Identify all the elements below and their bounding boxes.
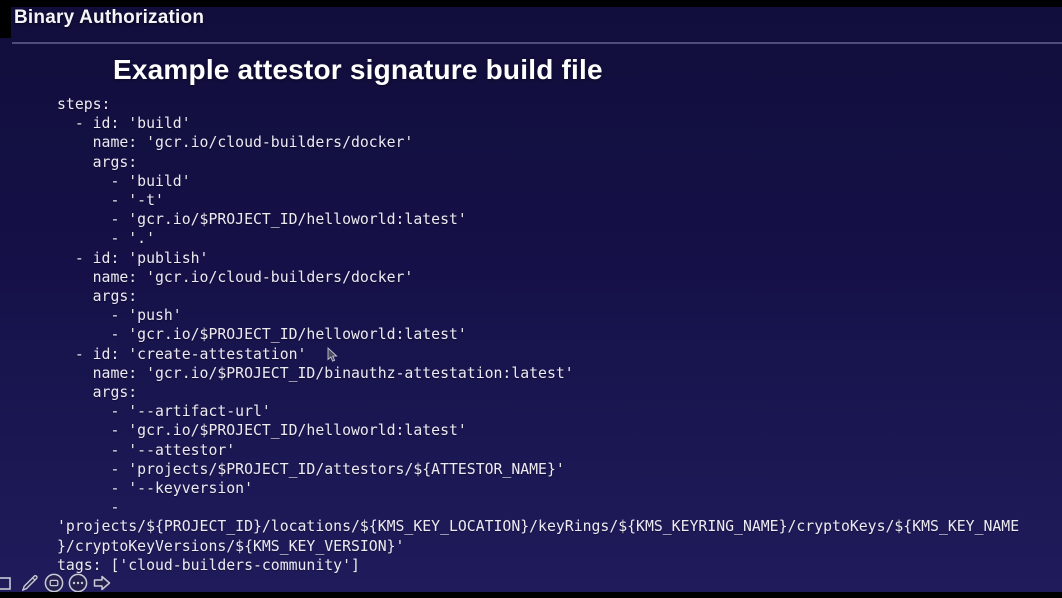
build-file-code: steps: - id: 'build' name: 'gcr.io/cloud… [57, 96, 1020, 574]
letterbox-bottom [0, 592, 1062, 598]
laser-pointer-icon[interactable] [43, 572, 65, 594]
page-title: Binary Authorization [14, 7, 205, 28]
select-rectangle-icon[interactable] [0, 572, 17, 594]
header-divider [12, 42, 1062, 44]
more-options-icon[interactable] [67, 572, 89, 594]
advance-arrow-icon[interactable] [91, 572, 113, 594]
slide-title: Example attestor signature build file [113, 54, 603, 85]
mouse-cursor-icon [327, 347, 338, 362]
letterbox-top [0, 0, 1062, 7]
corner-notch [0, 0, 11, 38]
annotation-toolbar [0, 571, 113, 595]
pencil-icon[interactable] [19, 572, 41, 594]
